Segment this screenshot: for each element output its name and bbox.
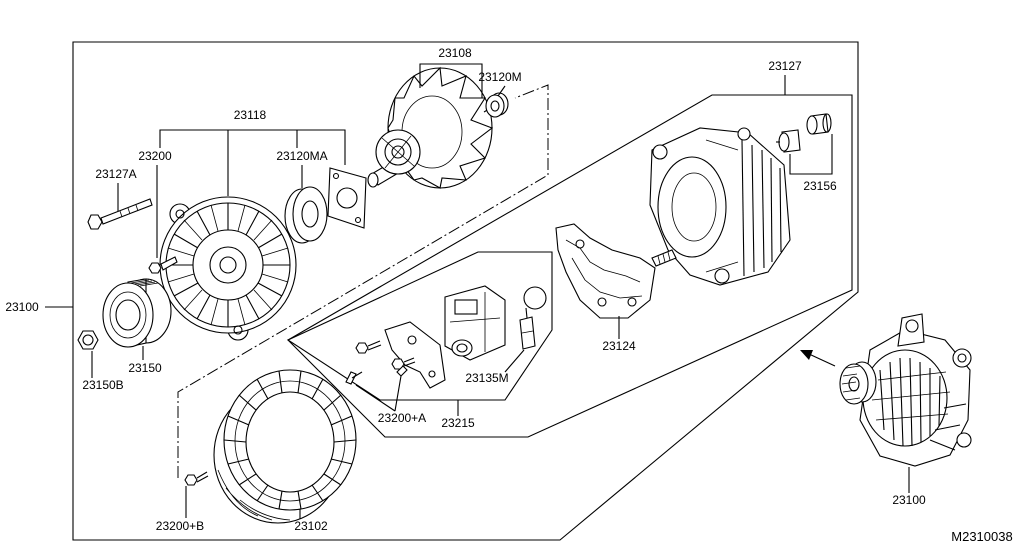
screw-b-drawing	[184, 471, 209, 486]
alternator-assembly-drawing	[839, 313, 972, 467]
alternator-assembly-part-number: 23100	[892, 493, 926, 507]
screws-a-drawing	[345, 340, 416, 385]
brush-holder-part-number: 23124	[602, 339, 636, 353]
front-bearing-drawing	[284, 167, 367, 244]
through-bolt-part-number: 23127A	[95, 167, 136, 181]
pulley-nut-drawing	[77, 330, 99, 350]
pulley-nut-part-number: 23150B	[82, 378, 123, 392]
brush-drawing	[519, 286, 547, 350]
rotor-bearing-part-number: 23120M	[478, 70, 521, 84]
front-bearing-part-number: 23120MA	[276, 149, 327, 163]
terminal-parts-drawing	[776, 113, 832, 153]
stator-part-number: 23102	[294, 519, 328, 533]
screw-a-part-number: 23200+A	[378, 411, 426, 425]
pulley-part-number: 23150	[128, 361, 162, 375]
front-bolt-drawing	[148, 256, 178, 274]
outer-frame	[72, 41, 859, 541]
front-cover-drawing	[159, 196, 297, 341]
front-bolt-part-number: 23200	[138, 149, 172, 163]
rotor-part-number: 23108	[438, 46, 472, 60]
brush-holder-drawing	[555, 223, 677, 319]
view-arrow	[800, 350, 836, 367]
screw-b-part-number: 23200+B	[156, 519, 204, 533]
rotor-bearing-drawing	[485, 92, 509, 118]
rotor-group-dash-line	[177, 84, 549, 478]
alternator-left-part-number: 23100	[5, 300, 39, 314]
front-cover-part-number: 23118	[234, 108, 267, 122]
rear-cover-part-number: 23127	[768, 59, 802, 73]
terminal-parts-part-number: 23156	[803, 179, 837, 193]
rear-cover-drawing	[649, 127, 791, 286]
regulator-drawing	[384, 285, 506, 389]
drawing-number: M2310038	[951, 529, 1012, 544]
through-bolt-drawing	[87, 198, 153, 230]
regulator-group-frame	[286, 251, 553, 401]
pulley-drawing	[102, 278, 172, 348]
rotor-drawing	[367, 66, 495, 189]
regulator-part-number: 23215	[441, 416, 475, 430]
brush-part-number: 23135M	[465, 371, 508, 385]
stator-drawing	[213, 369, 357, 524]
leader-lines	[45, 63, 910, 519]
